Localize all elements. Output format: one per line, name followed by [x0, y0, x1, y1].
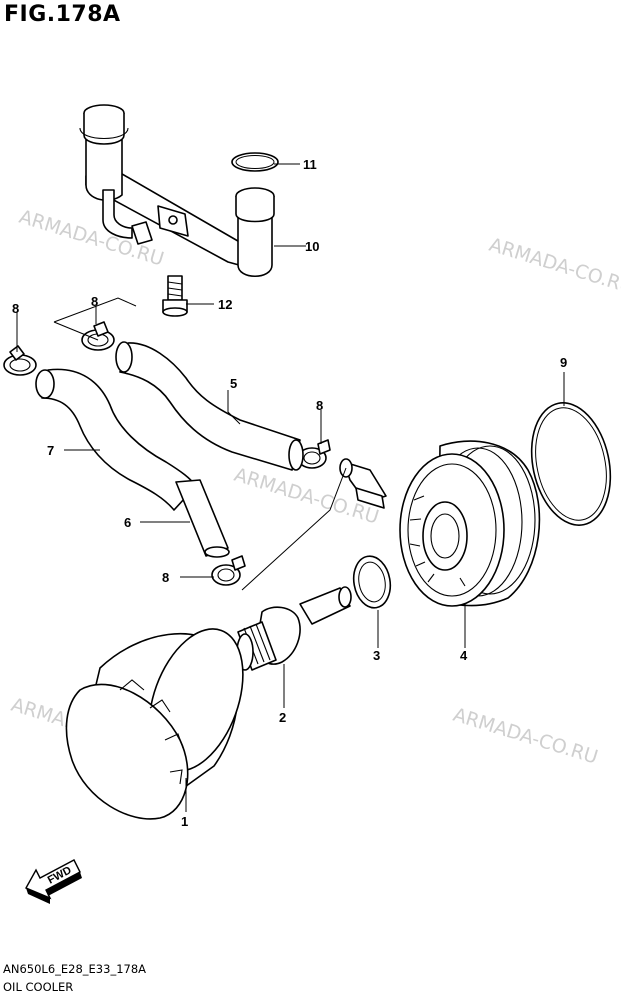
callout-9: 9: [560, 355, 567, 370]
connection-lines: [53, 297, 347, 591]
o-ring-small[interactable]: [350, 553, 394, 610]
callout-2: 2: [279, 710, 286, 725]
oil-cooler[interactable]: [399, 440, 541, 607]
union-bolt[interactable]: [236, 586, 352, 671]
callout-7: 7: [47, 443, 54, 458]
watermark: ARMADA-CO.RU: [487, 234, 621, 299]
water-pipe[interactable]: [79, 104, 275, 278]
hose-clamp[interactable]: [211, 555, 246, 586]
callout-5: 5: [230, 376, 237, 391]
callout-10: 10: [305, 239, 319, 254]
callout-4: 4: [460, 648, 468, 663]
hose-clamp[interactable]: [81, 321, 115, 351]
o-ring-large[interactable]: [521, 395, 621, 532]
cooler-fitting[interactable]: [339, 458, 387, 509]
figure-code: AN650L6_E28_E33_178A: [3, 962, 147, 976]
callout-8-top: 8: [91, 294, 98, 309]
hose-upper[interactable]: [115, 341, 304, 471]
o-ring[interactable]: [231, 152, 279, 172]
callout-8-right: 8: [316, 398, 323, 413]
callout-1: 1: [181, 814, 188, 829]
hose-clamp[interactable]: [3, 345, 37, 376]
figure-title: FIG.178A: [4, 2, 121, 27]
callout-8-left: 8: [12, 301, 19, 316]
callout-11: 11: [303, 157, 317, 172]
figure-name: OIL COOLER: [3, 980, 74, 994]
callout-12: 12: [218, 297, 232, 312]
hose-lower[interactable]: [35, 368, 230, 558]
leader-lines: [16, 163, 565, 812]
callout-8-bottom: 8: [162, 570, 169, 585]
callout-3: 3: [373, 648, 380, 663]
fwd-arrow-icon: FWD: [25, 859, 82, 904]
oil-filter[interactable]: [65, 616, 260, 820]
callout-6: 6: [124, 515, 131, 530]
bolt[interactable]: [162, 275, 188, 317]
watermark: ARMADA-CO.RU: [451, 704, 601, 769]
